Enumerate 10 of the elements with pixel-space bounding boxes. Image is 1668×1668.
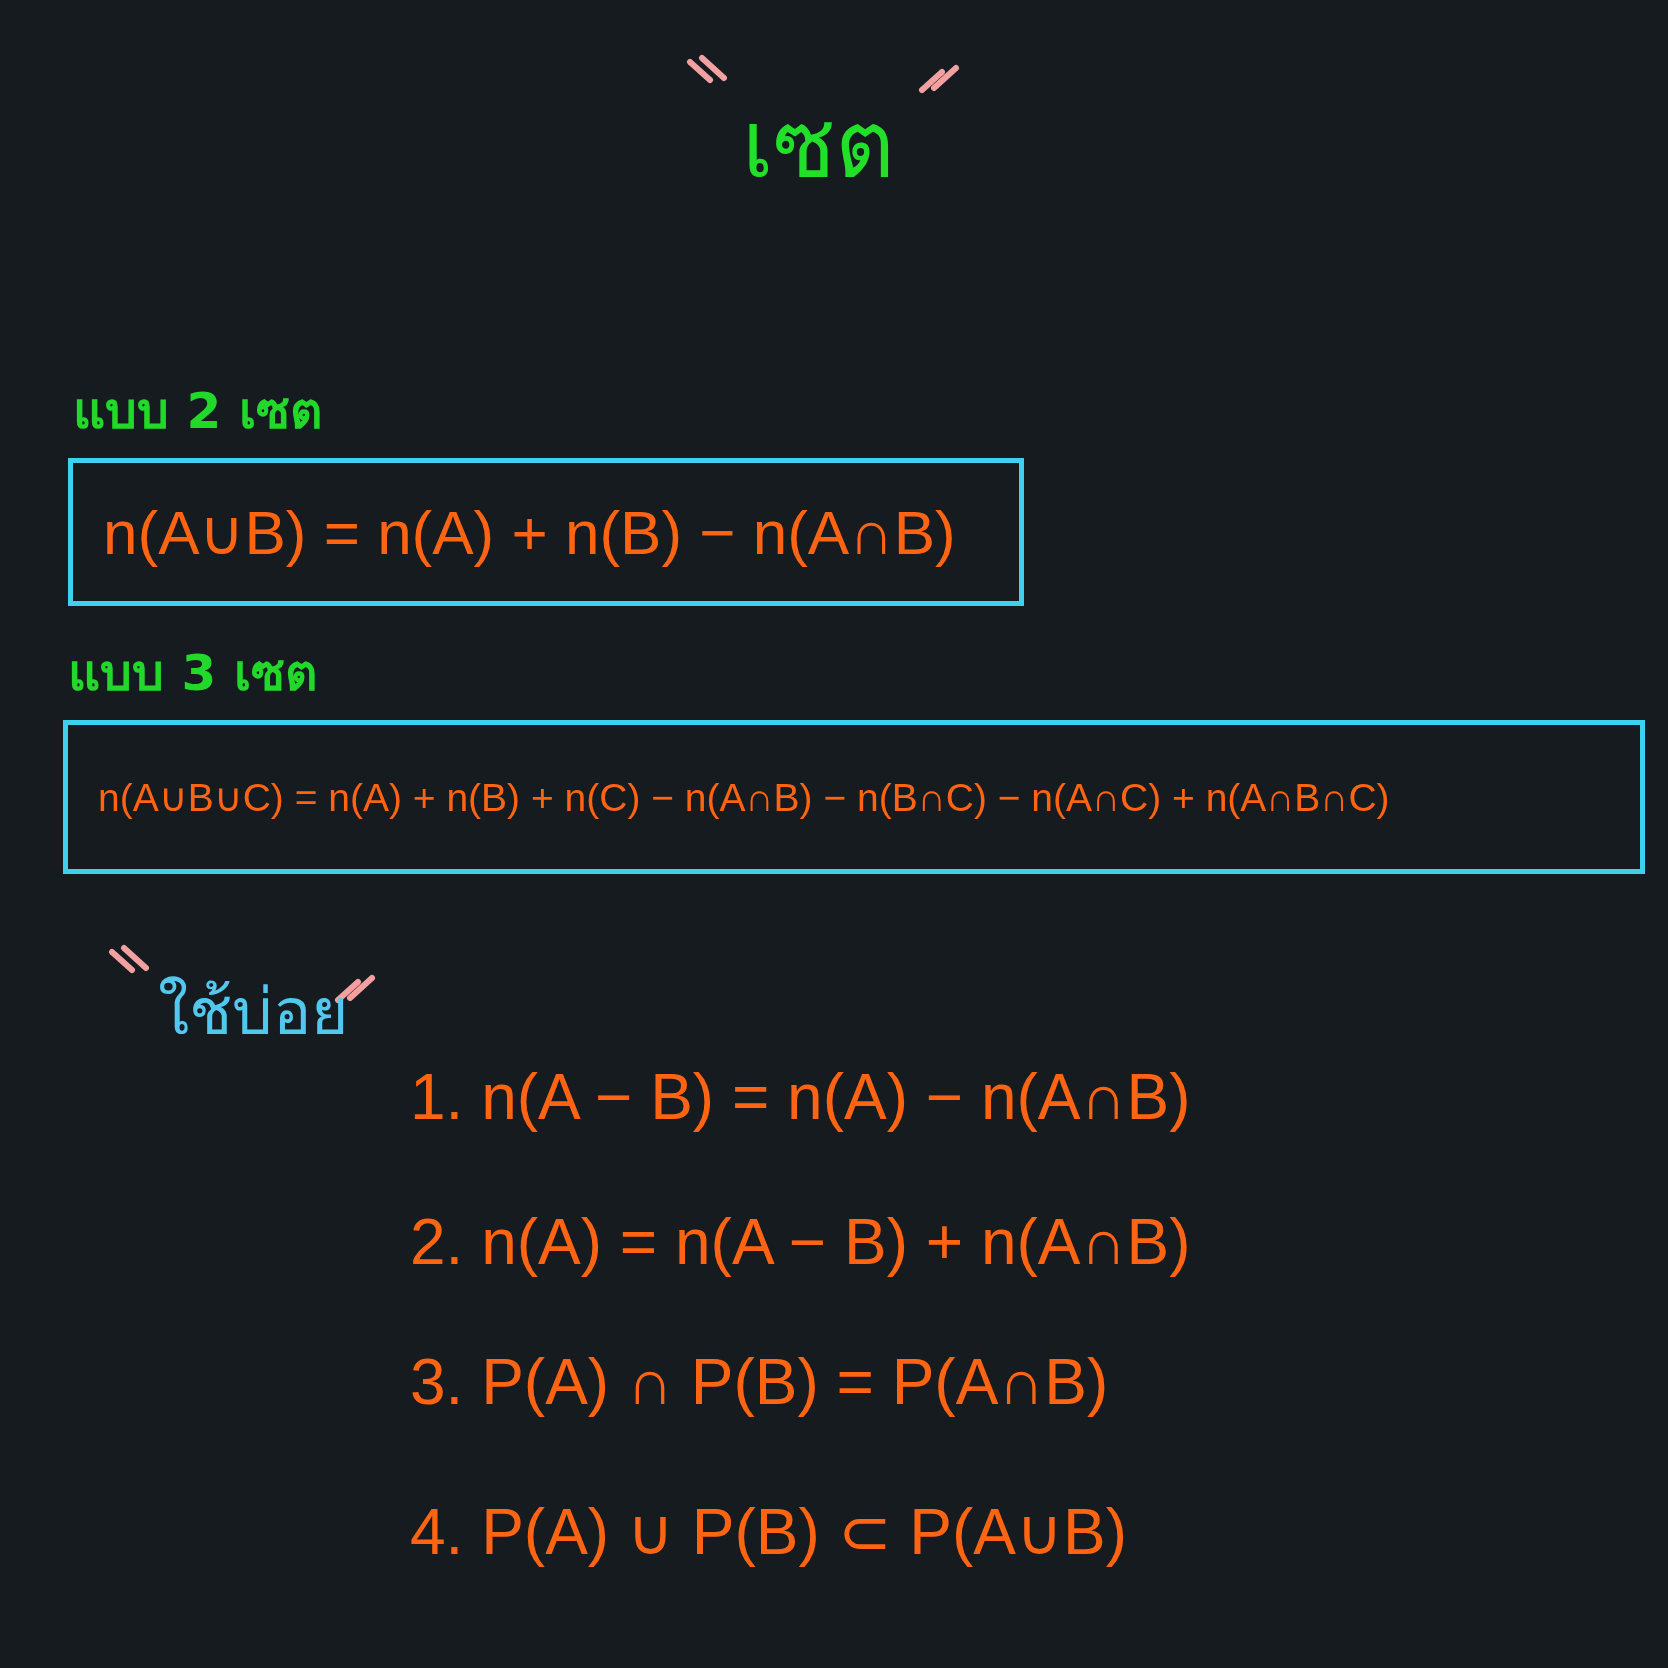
formula-text: 4. P(A) ∪ P(B) ⊂ P(A∪B) — [410, 1495, 1127, 1569]
section-heading: แบบ 3 เซต — [68, 643, 317, 704]
formula-text: n(A∪B∪C) = n(A) + n(B) + n(C) − n(A∩B) − n(B∩C) − n(A∩C) + n(A∩B∩C) — [97, 774, 1390, 820]
section-heading: แบบ 2 เซต — [73, 381, 322, 442]
formula-text: n(A∪B) = n(A) + n(B) − n(A∩B) — [102, 496, 956, 569]
formula-text: 3. P(A) ∩ P(B) = P(A∩B) — [410, 1345, 1109, 1419]
title: เซต — [742, 90, 895, 200]
section-heading: ใช้บ่อย — [158, 974, 349, 1051]
formula-text: 1. n(A − B) = n(A) − n(A∩B) — [410, 1060, 1191, 1134]
formula-text: 2. n(A) = n(A − B) + n(A∩B) — [410, 1205, 1191, 1279]
